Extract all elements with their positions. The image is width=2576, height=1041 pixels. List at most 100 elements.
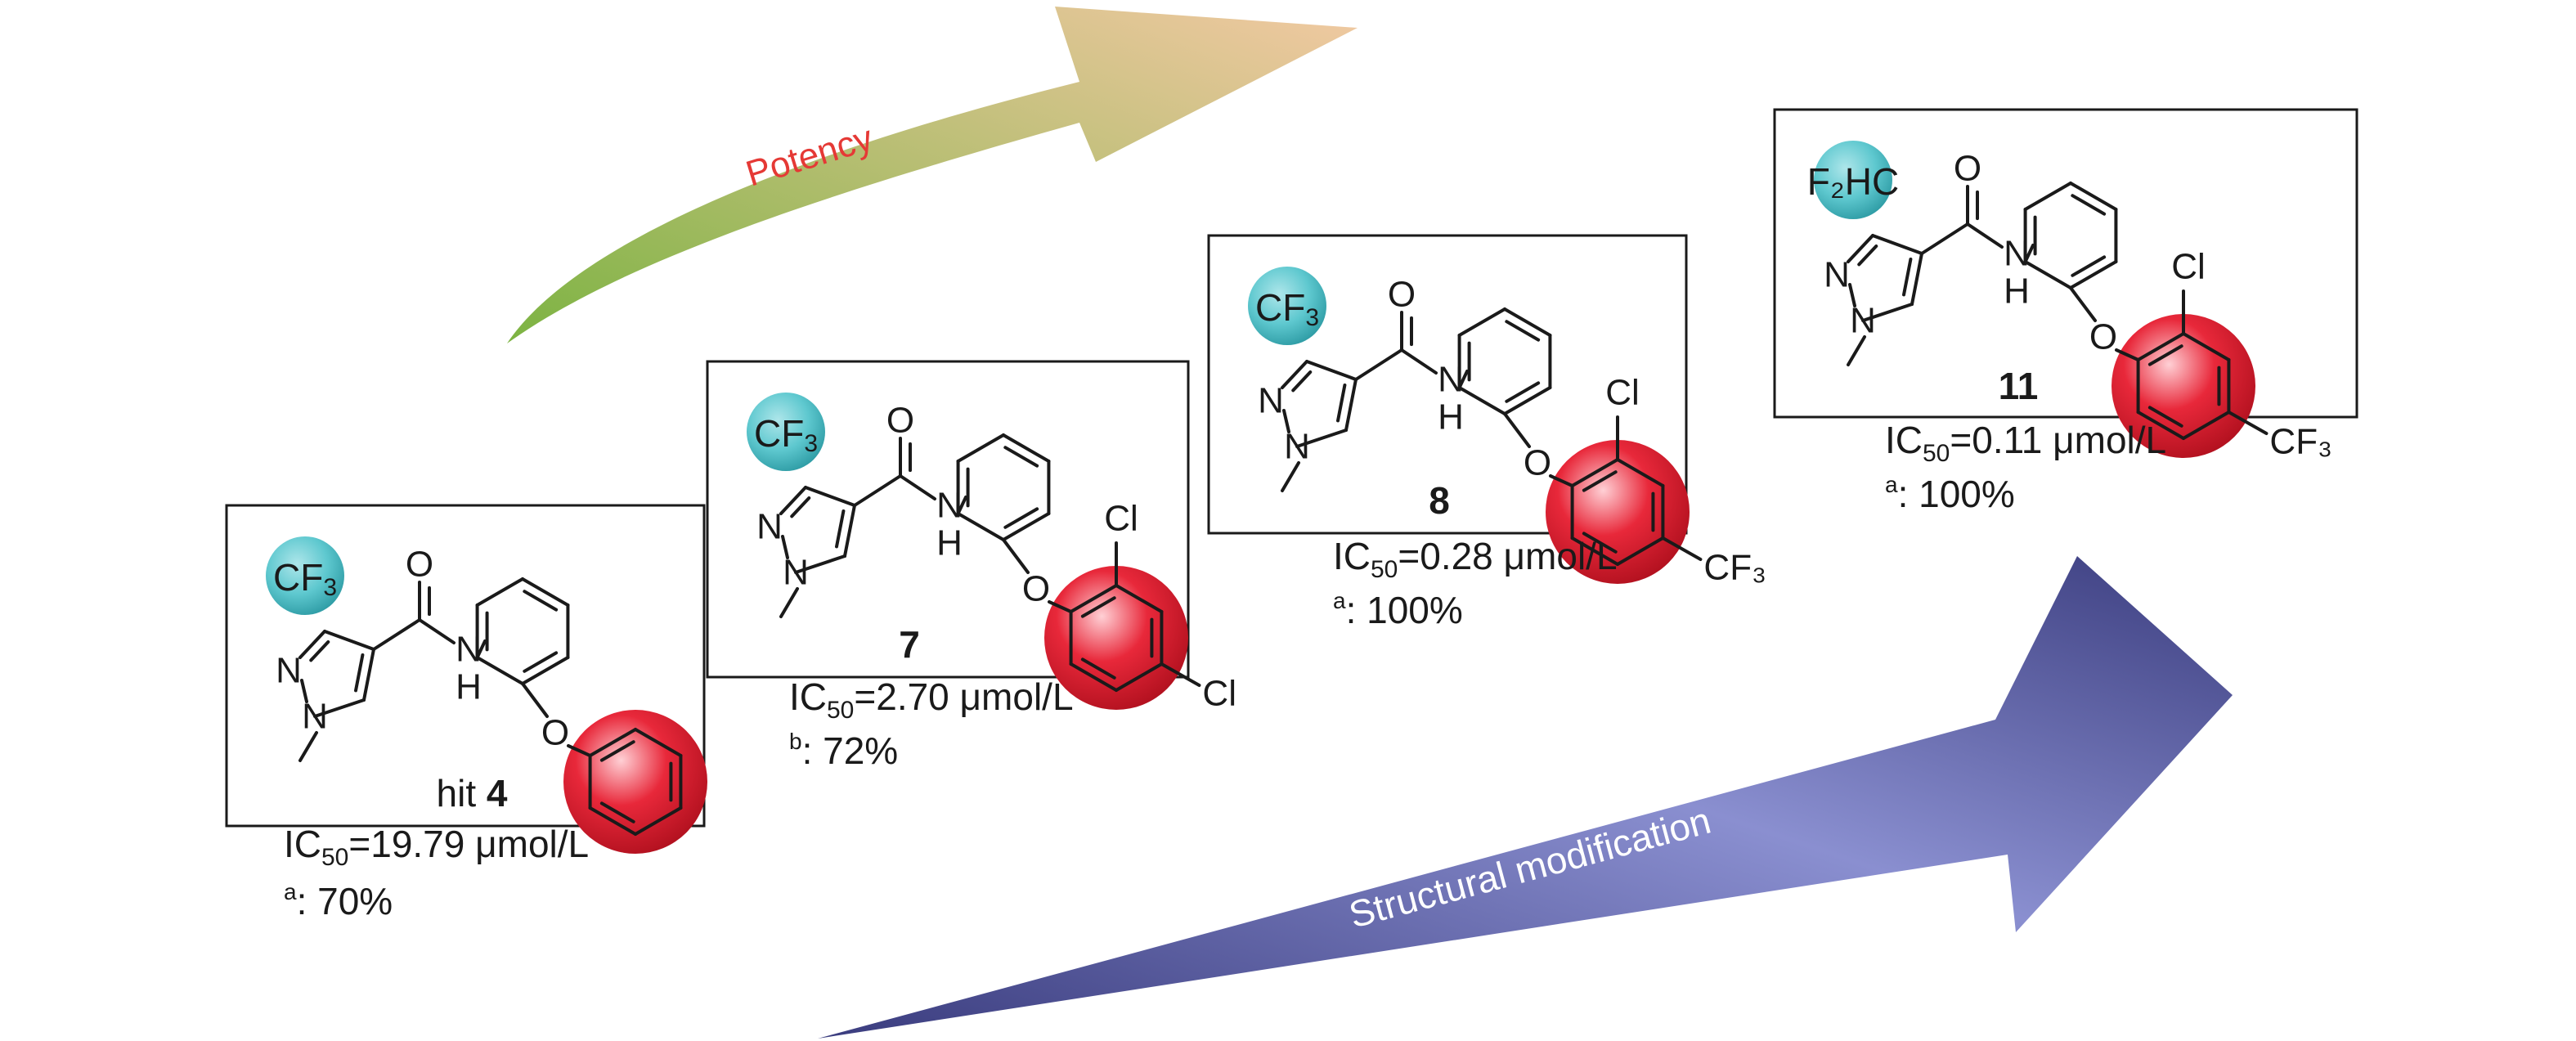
pyrazole-bond: [1910, 252, 1923, 306]
ether-bond: [567, 744, 592, 757]
amide-bond: [418, 618, 456, 644]
compound-label: 11: [1999, 365, 2039, 407]
ether-bond: [2069, 286, 2097, 322]
amide-bond: [1920, 222, 1969, 255]
para-substituent: Cl: [1202, 674, 1236, 714]
ether-bond: [1002, 538, 1030, 574]
ring-bond: [634, 728, 683, 757]
pyrazole-bond: [1848, 283, 1856, 307]
ether-bond: [2115, 348, 2140, 361]
pyrazole-bond: [1857, 245, 1878, 267]
pyrazole-bond: [309, 640, 330, 662]
methyl-bond: [779, 587, 799, 618]
ring-bond: [1503, 386, 1552, 415]
pyrazole-n-atom: N: [302, 697, 328, 737]
ring-bond: [588, 728, 637, 757]
aryl-ring-highlight: [1044, 566, 1188, 710]
ring-bond: [523, 590, 559, 612]
compound-box: [225, 504, 706, 828]
ring-bond: [2071, 194, 2107, 216]
ring-bond: [1003, 446, 1039, 468]
ortho-substituent: Cl: [2171, 247, 2206, 287]
compound-box: [1207, 234, 1688, 535]
ring-bond: [1002, 512, 1051, 541]
amide-h-atom: H: [456, 667, 482, 707]
carbonyl-o-atom: O: [886, 401, 914, 441]
compound-box: [706, 360, 1190, 679]
pyrazole-bond: [300, 679, 308, 703]
pyrazole-bond: [794, 554, 846, 574]
pyrazole-bond: [804, 486, 856, 507]
ic50-value: IC50=19.79 μmol/L: [284, 823, 589, 871]
ring-bond: [1570, 536, 1619, 566]
ortho-substituent: Cl: [1104, 499, 1138, 539]
pyrazole-bond: [779, 486, 807, 515]
ring-bond: [2023, 260, 2072, 289]
ether-bond: [521, 682, 549, 718]
substituent-group-label: CF3: [754, 412, 818, 457]
ring-bond: [1503, 307, 1552, 337]
ring-bond: [521, 656, 570, 685]
inhibition-note: b: 72%: [789, 729, 898, 772]
ring-bond: [599, 801, 635, 823]
ring-bond: [2147, 344, 2183, 366]
ring-bond: [2147, 406, 2183, 428]
amide-bond: [372, 618, 421, 651]
ring-bond: [1582, 470, 1618, 492]
ring-bond: [599, 740, 635, 762]
ring-bond: [2136, 332, 2185, 361]
ring-bond: [1457, 307, 1506, 337]
ring-bond: [2136, 411, 2185, 440]
aryl-ring-highlight: [563, 710, 707, 854]
ring-bond: [1069, 662, 1118, 692]
carbonyl-o-atom: O: [1388, 275, 1416, 315]
amide-bond: [853, 474, 902, 507]
amide-bond: [1354, 348, 1403, 381]
pyrazole-bond: [362, 648, 375, 702]
ring-bond: [1115, 662, 1164, 692]
carbonyl-o-atom: O: [1954, 149, 1981, 189]
ring-bond: [2182, 332, 2231, 361]
substituent-highlight: [747, 393, 825, 471]
substituent-group-label: F₂HC: [1807, 160, 1899, 203]
substituent-highlight: [266, 536, 344, 615]
ic50-value: IC50=0.28 μmol/L: [1333, 535, 1618, 583]
amide-bond: [1400, 348, 1438, 375]
methyl-bond: [1281, 461, 1300, 492]
ring-bond: [475, 656, 524, 685]
inhibition-note: a: 70%: [284, 879, 393, 922]
ring-bond: [956, 512, 1005, 541]
ether-bond: [1048, 600, 1073, 613]
inhibition-note: a: 100%: [1333, 588, 1463, 631]
ring-bond: [956, 433, 1005, 463]
para-substituent: CF₃: [2269, 422, 2332, 462]
ring-bond: [1570, 458, 1619, 487]
pyrazole-n-atom: N: [1824, 255, 1850, 295]
pyrazole-n-atom: N: [756, 507, 783, 547]
substituent-bond: [1160, 662, 1201, 687]
ring-bond: [1003, 507, 1039, 529]
ic50-value: IC50=0.11 μmol/L: [1885, 419, 2166, 467]
pyrazole-bond: [1344, 378, 1358, 432]
pyrazole-bond: [790, 496, 811, 518]
pyrazole-bond: [354, 653, 365, 693]
pyrazole-bond: [1291, 370, 1313, 393]
ring-bond: [1616, 458, 1665, 487]
ring-bond: [634, 806, 683, 836]
pyrazole-n-atom: N: [1850, 301, 1876, 341]
pyrazole-n-atom: N: [1284, 427, 1310, 467]
ortho-substituent: Cl: [1605, 373, 1640, 413]
compound-label: 7: [899, 623, 920, 666]
ring-bond: [1616, 536, 1665, 566]
substituent-bond: [1661, 536, 1703, 561]
pyrazole-bond: [1847, 234, 1874, 263]
methyl-bond: [298, 731, 318, 762]
pyrazole-bond: [843, 504, 856, 558]
ring-bond: [1505, 381, 1541, 403]
